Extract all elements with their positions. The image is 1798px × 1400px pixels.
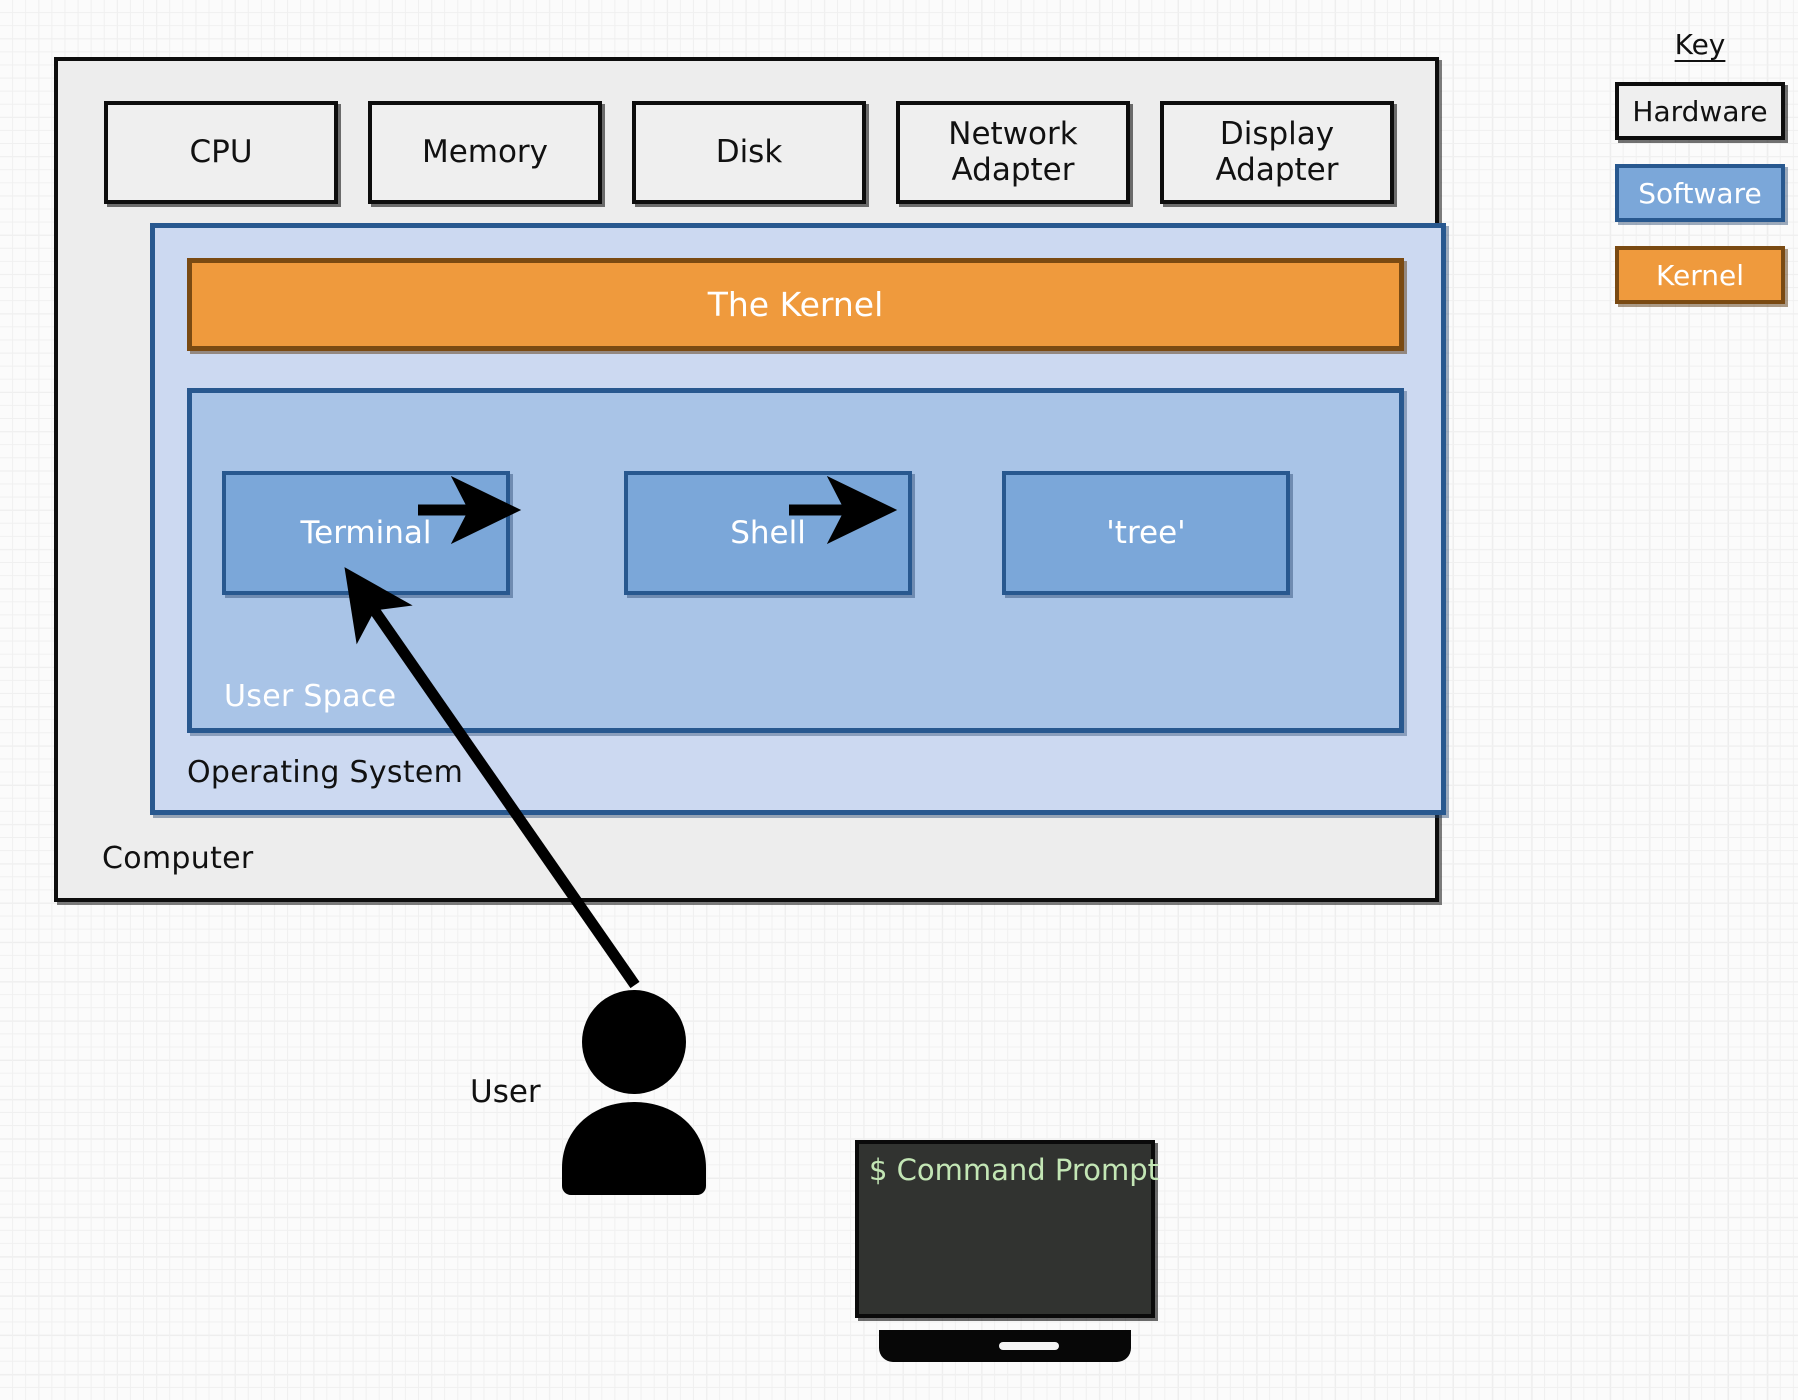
- process-label: Terminal: [300, 515, 432, 551]
- monitor-stand: [879, 1330, 1131, 1362]
- key-item-software: Software: [1615, 164, 1785, 222]
- process-label: Shell: [730, 515, 806, 551]
- key-item-label: Kernel: [1656, 258, 1744, 292]
- command-prompt-text: $ Command Prompt: [869, 1153, 1159, 1187]
- computer-label: Computer: [102, 841, 254, 876]
- process-label: 'tree': [1106, 515, 1186, 551]
- process-box-terminal[interactable]: Terminal: [222, 471, 510, 595]
- user-space-container: Terminal Shell 'tree' User Space: [187, 388, 1404, 733]
- hardware-box-disk[interactable]: Disk: [632, 101, 866, 204]
- key-item-kernel: Kernel: [1615, 246, 1785, 304]
- hardware-box-cpu[interactable]: CPU: [104, 101, 338, 204]
- key-item-hardware: Hardware: [1615, 82, 1785, 140]
- hardware-box-memory[interactable]: Memory: [368, 101, 602, 204]
- kernel-label: The Kernel: [707, 285, 884, 324]
- user-space-label: User Space: [224, 679, 397, 714]
- monitor-stand-notch: [999, 1342, 1059, 1350]
- user-label: User: [470, 1074, 541, 1110]
- process-box-shell[interactable]: Shell: [624, 471, 912, 595]
- kernel-box[interactable]: The Kernel: [187, 258, 1404, 351]
- key-title: Key: [1674, 28, 1726, 61]
- monitor-screen[interactable]: $ Command Prompt: [855, 1140, 1159, 1318]
- hardware-label: CPU: [189, 133, 253, 170]
- key-legend: Key Hardware Software Kernel: [1615, 28, 1785, 328]
- hardware-label: Disk: [715, 133, 783, 170]
- monitor-group: $ Command Prompt: [855, 1140, 1159, 1370]
- process-box-tree[interactable]: 'tree': [1002, 471, 1290, 595]
- operating-system-container: The Kernel Terminal Shell 'tree' User Sp…: [150, 223, 1446, 815]
- hardware-label: Memory: [421, 133, 549, 170]
- key-item-label: Hardware: [1632, 94, 1768, 128]
- user-figure-group: User: [470, 990, 780, 1195]
- person-icon: [562, 990, 706, 1195]
- operating-system-label: Operating System: [187, 755, 464, 790]
- key-item-label: Software: [1638, 176, 1762, 210]
